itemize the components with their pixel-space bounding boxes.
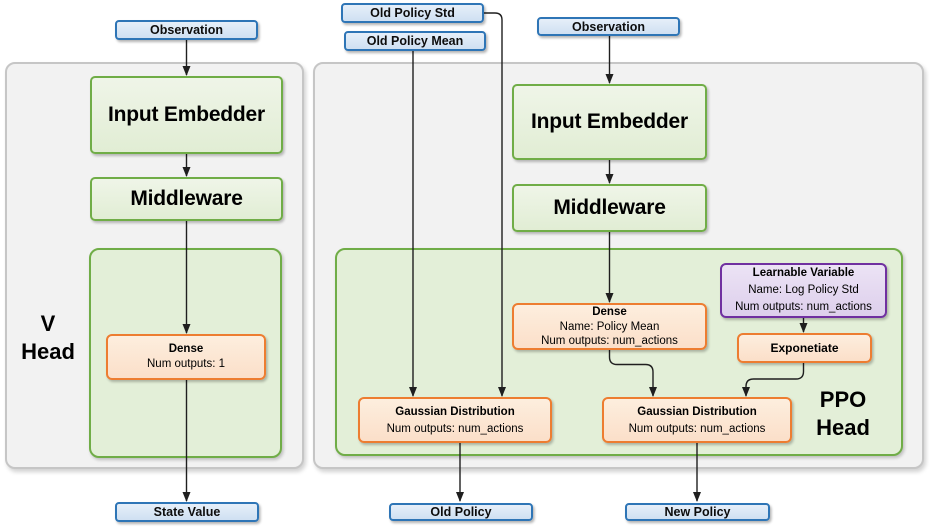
- input-embedder-label: Input Embedder: [107, 103, 266, 126]
- gaussian-distribution-old-box: Gaussian Distribution Num outputs: num_a…: [358, 397, 552, 443]
- ppo-head-title-line1: PPO: [819, 387, 867, 412]
- dense-title: Dense: [168, 343, 204, 356]
- gaussian-distribution-new-box: Gaussian Distribution Num outputs: num_a…: [602, 397, 792, 443]
- arrow-old-policy-std-to-gaussian-old: [484, 12, 506, 397]
- old-policy-label: Old Policy: [430, 505, 492, 519]
- dense-box-v: Dense Num outputs: 1: [106, 334, 266, 380]
- dense-policy-mean-box: Dense Name: Policy Mean Num outputs: num…: [512, 303, 707, 350]
- input-embedder-box-v: Input Embedder: [90, 76, 283, 154]
- exponetiate-box: Exponetiate: [737, 333, 872, 363]
- gaussian-new-outputs: Num outputs: num_actions: [628, 423, 766, 435]
- old-policy-mean-label: Old Policy Mean: [366, 34, 464, 48]
- v-head-title-line1: V: [40, 311, 56, 336]
- state-value-box: State Value: [115, 502, 259, 522]
- gaussian-old-outputs: Num outputs: num_actions: [386, 423, 524, 435]
- dense-policy-mean-name: Name: Policy Mean: [559, 320, 660, 333]
- ppo-head-title: PPO Head: [798, 386, 888, 442]
- gaussian-old-title: Gaussian Distribution: [395, 406, 515, 418]
- learnable-variable-title: Learnable Variable: [752, 267, 855, 279]
- observation-label: Observation: [150, 23, 223, 37]
- old-policy-box: Old Policy: [389, 503, 533, 521]
- new-policy-label: New Policy: [664, 505, 731, 519]
- learnable-variable-box: Learnable Variable Name: Log Policy Std …: [720, 263, 887, 318]
- arrow-exponetiate-to-gaussian-new: [742, 363, 805, 397]
- middleware-label: Middleware: [130, 187, 243, 210]
- observation-box-v: Observation: [115, 20, 258, 40]
- new-policy-box: New Policy: [625, 503, 770, 521]
- middleware-box-v: Middleware: [90, 177, 283, 221]
- old-policy-std-label: Old Policy Std: [370, 6, 455, 20]
- dense-outputs: Num outputs: 1: [147, 358, 225, 371]
- dense-policy-mean-title: Dense: [592, 305, 627, 318]
- observation-label-ppo: Observation: [572, 19, 645, 34]
- learnable-variable-outputs: Num outputs: num_actions: [735, 301, 872, 313]
- observation-box-ppo: Observation: [537, 17, 680, 36]
- exponetiate-label: Exponetiate: [770, 340, 839, 355]
- arrow-dense-to-gaussian-new: [608, 350, 657, 397]
- v-head-title: V Head: [8, 310, 88, 366]
- v-head-title-line2: Head: [21, 339, 75, 364]
- middleware-label-ppo: Middleware: [553, 196, 666, 219]
- old-policy-mean-box: Old Policy Mean: [344, 31, 486, 51]
- middleware-box-ppo: Middleware: [512, 184, 707, 232]
- learnable-variable-name: Name: Log Policy Std: [748, 284, 859, 296]
- state-value-label: State Value: [153, 505, 221, 519]
- dense-policy-mean-outputs: Num outputs: num_actions: [541, 335, 678, 347]
- ppo-head-title-line2: Head: [816, 415, 870, 440]
- old-policy-std-box: Old Policy Std: [341, 3, 484, 23]
- input-embedder-label-ppo: Input Embedder: [530, 110, 689, 133]
- gaussian-new-title: Gaussian Distribution: [637, 406, 757, 418]
- input-embedder-box-ppo: Input Embedder: [512, 84, 707, 160]
